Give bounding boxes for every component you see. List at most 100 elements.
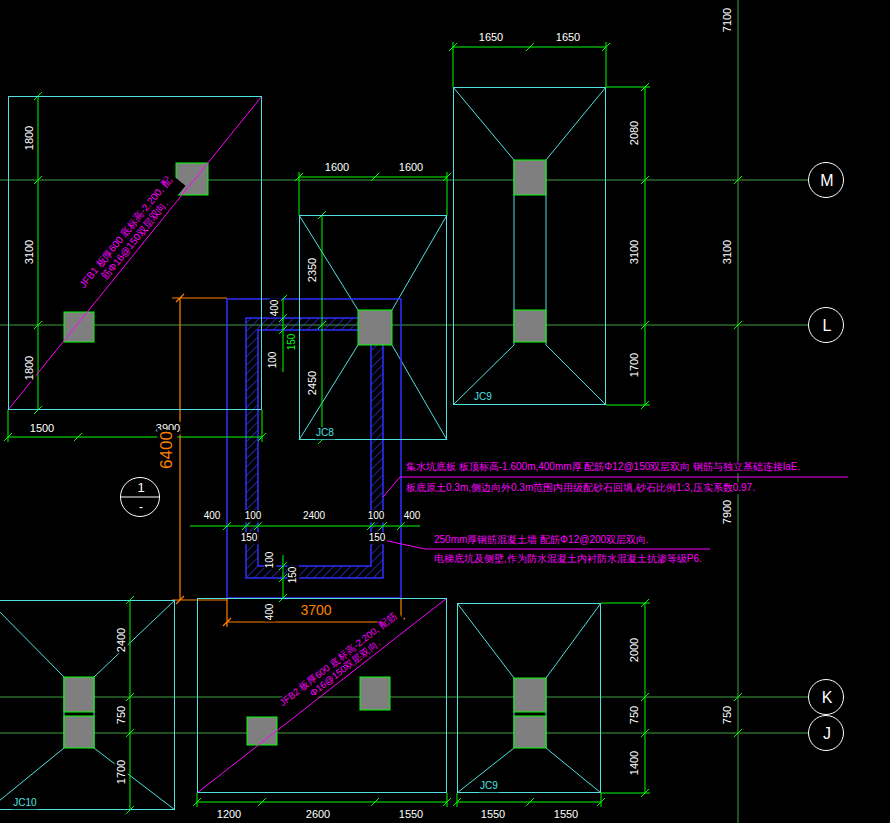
text-anchor: 1550 [480,808,506,821]
dimension-text: 400 [264,603,276,622]
isolated-footing: JC9 [457,603,601,793]
dimension-text: 3700 [299,602,332,618]
dimension-text: 1700 [115,759,128,785]
pit-dimension [172,294,405,627]
dimension-text: 7900 [721,499,734,525]
axis-label: K [821,689,834,707]
dimension-text: 150 [240,532,259,544]
dimension-text: 2400 [115,627,128,653]
isolated-footing: JC8 [299,215,447,440]
text-anchor: 电梯底坑及侧壁,作为防水混凝土内衬防水混凝土抗渗等级P6. [433,553,703,565]
dimension-text: 1800 [23,125,36,151]
dimension-text: 750 [628,705,641,725]
dimension-text: 750 [115,705,128,725]
dimension-text: 100 [267,351,279,370]
text-anchor: 2400 [302,510,326,522]
text-anchor: 1800 [23,125,36,151]
text-anchor: 750 [628,705,641,725]
footing-tag: JC9 [479,780,499,792]
dimension-text: 3100 [628,239,641,265]
text-anchor: 150 [286,333,298,352]
text-anchor: 2400 [115,627,128,653]
axis-line [0,0,808,823]
dimension-text: 1550 [480,808,506,821]
dimension-text: 150 [368,532,387,544]
dimension-text: 1800 [23,355,36,381]
dimension-text: 1500 [29,422,55,435]
dimension-text: 1650 [478,31,504,44]
dimension-text: 400 [203,510,222,522]
dimension-text: 1200 [216,808,242,821]
footing-tag: JC10 [12,797,37,809]
dimension-text: 2350 [306,257,319,283]
dimension-text: 2450 [306,370,319,396]
text-anchor: 1700 [115,759,128,785]
text-anchor: JC9 [479,780,499,792]
dimension-text: 1700 [628,352,641,378]
dimension-text: 1600 [324,161,350,174]
dimension-text: 1600 [398,161,424,174]
dimension-line [4,42,742,814]
footing-note: JFB1 板厚600 底标高-2.200, 配筋Φ16@150双层双向. [74,171,185,300]
section-line [120,497,160,498]
text-anchor: JC8 [315,427,335,439]
dimension-text: 1650 [555,31,581,44]
dimension-text: 400 [403,510,422,522]
text-anchor: 2350 [306,257,319,283]
text-anchor: JC10 [12,797,37,809]
text-anchor: 6400 [157,430,177,470]
text-anchor: 1550 [398,808,424,821]
text-anchor: 100 [267,351,279,370]
text-anchor: 7100 [721,7,734,33]
text-anchor: JC9 [473,391,493,403]
axis-bubble: M [808,162,844,198]
raft-footing: JFB2 板厚600 底标高-2.200, 配筋Φ16@150双层双向. [197,598,447,793]
dimension-text: 100 [244,510,263,522]
text-anchor: 7900 [721,499,734,525]
axis-bubble: K [808,679,844,715]
text-anchor: 100 [264,551,276,570]
dimension-text: 400 [269,299,281,318]
text-anchor: 400 [203,510,222,522]
text-anchor: 2600 [305,808,331,821]
footing-tag: JC9 [473,391,493,403]
dimension-text: 150 [286,333,298,352]
isolated-footing: JC9 [453,87,606,405]
text-anchor: 400 [264,603,276,622]
text-anchor: 750 [721,705,734,725]
text-anchor: 250mm厚钢筋混凝土墙 配筋Φ12@200双层双向. [433,534,650,546]
text-anchor: 3100 [23,239,36,265]
text-anchor: 1650 [478,31,504,44]
dimension-text: 7100 [721,7,734,33]
text-anchor: 1600 [324,161,350,174]
text-anchor: 1600 [398,161,424,174]
dimension-text: 150 [287,566,299,585]
dimension-text: 1400 [628,750,641,776]
dimension-text: 1550 [398,808,424,821]
text-anchor: 2080 [628,120,641,146]
column [64,160,546,748]
raft-footing: JFB1 板厚600 底标高-2.200, 配筋Φ16@150双层双向. [8,96,262,410]
text-anchor: 400 [403,510,422,522]
text-anchor: 750 [115,705,128,725]
dimension-text: 2080 [628,120,641,146]
dimension-text: 100 [264,551,276,570]
dimension-text: 2000 [628,637,641,663]
text-anchor: 3100 [628,239,641,265]
pit-wall [246,318,383,578]
text-anchor: 1400 [628,750,641,776]
dimension-text: 6400 [157,430,177,470]
text-anchor: JFB1 板厚600 底标高-2.200, 配筋Φ16@150双层双向. [74,171,185,300]
text-anchor: M [819,172,834,190]
note-text: 板底原土0.3m,侧边向外0.3m范围内用级配砂石回填,砂石比例1:3,压实系数… [405,482,756,494]
text-anchor: 150 [368,532,387,544]
dimension-text: 2400 [302,510,326,522]
text-anchor: K [821,689,834,707]
text-anchor: J [822,725,832,743]
axis-label: 1 [136,481,145,496]
text-anchor: 1650 [555,31,581,44]
axis-label: J [822,725,832,743]
text-anchor: 150 [240,532,259,544]
text-anchor: - [138,501,144,515]
text-anchor: 1800 [23,355,36,381]
